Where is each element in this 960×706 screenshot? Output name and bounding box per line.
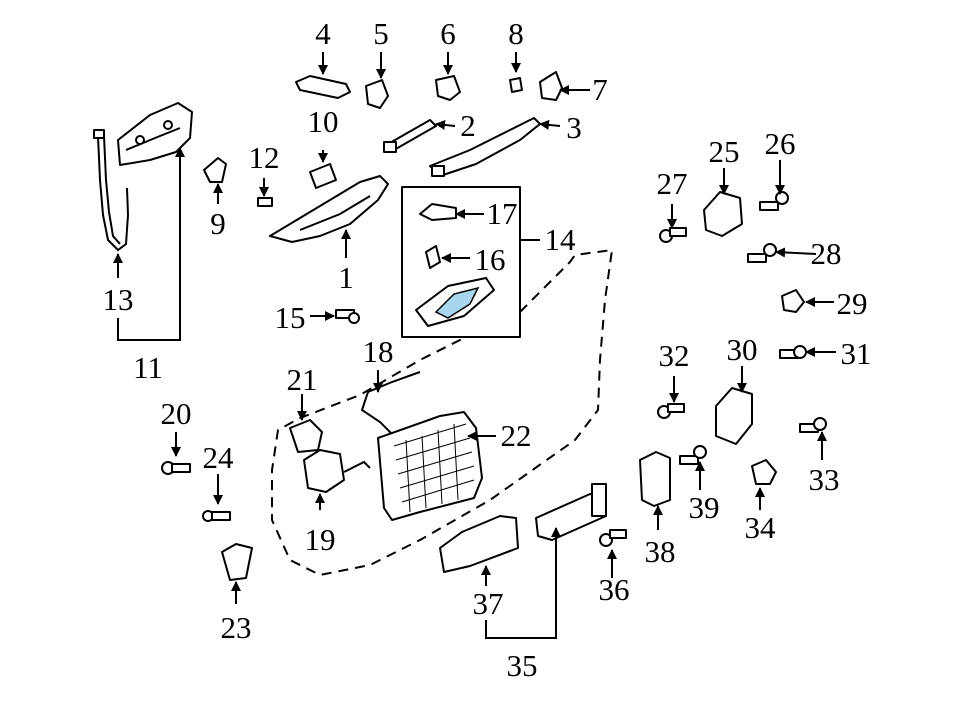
- callout-37: 37: [473, 586, 504, 621]
- callout-17: 17: [487, 196, 518, 231]
- part-14-assembly-box: [401, 186, 521, 338]
- part-9-gasket: [203, 157, 227, 183]
- part-4-clip: [295, 75, 351, 99]
- part-1-outer-handle: [269, 175, 389, 243]
- callout-23: 23: [221, 610, 252, 645]
- part-13-cable: [93, 129, 130, 252]
- part-39-bolt: [679, 445, 707, 465]
- callout-4: 4: [315, 16, 331, 51]
- callout-33: 33: [809, 462, 840, 497]
- part-26-bolt: [759, 191, 789, 211]
- callout-22: 22: [501, 418, 532, 453]
- callout-9: 9: [210, 206, 226, 241]
- part-6-cap: [435, 75, 461, 101]
- part-8-insert: [509, 77, 523, 93]
- part-22-module-panel: [377, 411, 483, 521]
- part-11-latch-bracket: [117, 102, 193, 166]
- part-5-cap: [365, 79, 389, 109]
- callout-labels: 1 2 3 4 5 6 7 8 9 10 11 12 13 14 15 16 1…: [103, 16, 872, 683]
- callout-13: 13: [103, 282, 134, 317]
- part-25-striker: [703, 191, 743, 237]
- callout-35: 35: [507, 648, 538, 683]
- part-35-door-check: [535, 483, 607, 541]
- callout-34: 34: [745, 510, 777, 545]
- part-23-bracket: [221, 543, 253, 581]
- part-20-bolt: [161, 461, 191, 475]
- callout-10: 10: [308, 104, 339, 139]
- part-28-bolt: [747, 243, 777, 263]
- callout-29: 29: [837, 286, 868, 321]
- part-3-lever: [429, 117, 541, 177]
- callout-25: 25: [709, 134, 740, 169]
- part-29-cap: [781, 289, 805, 313]
- callout-27: 27: [657, 166, 688, 201]
- callout-20: 20: [161, 396, 192, 431]
- part-10-bezel: [309, 163, 337, 189]
- callout-6: 6: [440, 16, 456, 51]
- part-21-actuator: [289, 419, 323, 453]
- callout-11: 11: [133, 350, 163, 385]
- callout-19: 19: [305, 522, 336, 557]
- callout-1: 1: [338, 260, 354, 295]
- callout-14: 14: [545, 222, 577, 257]
- callout-21: 21: [287, 362, 318, 397]
- part-31-bolt: [779, 345, 807, 359]
- callout-39: 39: [689, 490, 720, 525]
- callout-7: 7: [592, 72, 608, 107]
- door-outline-dashed: [271, 248, 614, 577]
- callout-36: 36: [599, 572, 630, 607]
- part-7-cover: [539, 71, 563, 101]
- part-15-bolt: [335, 309, 360, 324]
- callout-8: 8: [508, 16, 524, 51]
- callout-28: 28: [811, 236, 842, 271]
- callout-18: 18: [363, 334, 394, 369]
- part-19-door-latch: [303, 449, 371, 493]
- callout-31: 31: [841, 336, 872, 371]
- part-33-bolt: [799, 417, 827, 433]
- callout-15: 15: [275, 300, 306, 335]
- part-36-bolt: [599, 529, 627, 547]
- part-37-trim-piece: [439, 515, 519, 573]
- callout-26: 26: [765, 126, 796, 161]
- part-38-bumper: [639, 451, 671, 507]
- part-32-bolt: [657, 403, 685, 419]
- part-30-striker: [715, 387, 753, 445]
- part-2-rod: [383, 119, 437, 153]
- part-27-bolt: [659, 227, 687, 243]
- callout-12: 12: [249, 140, 280, 175]
- part-34-cap: [751, 459, 777, 485]
- part-24-bolt: [202, 510, 231, 522]
- callout-2: 2: [460, 108, 476, 143]
- leader-lines: [113, 52, 836, 639]
- callout-38: 38: [645, 534, 676, 569]
- part-12-screw: [257, 197, 273, 207]
- callout-3: 3: [566, 110, 582, 145]
- callout-30: 30: [727, 332, 758, 367]
- callout-5: 5: [373, 16, 389, 51]
- callout-32: 32: [659, 338, 690, 373]
- callout-16: 16: [475, 242, 506, 277]
- callout-24: 24: [203, 440, 235, 475]
